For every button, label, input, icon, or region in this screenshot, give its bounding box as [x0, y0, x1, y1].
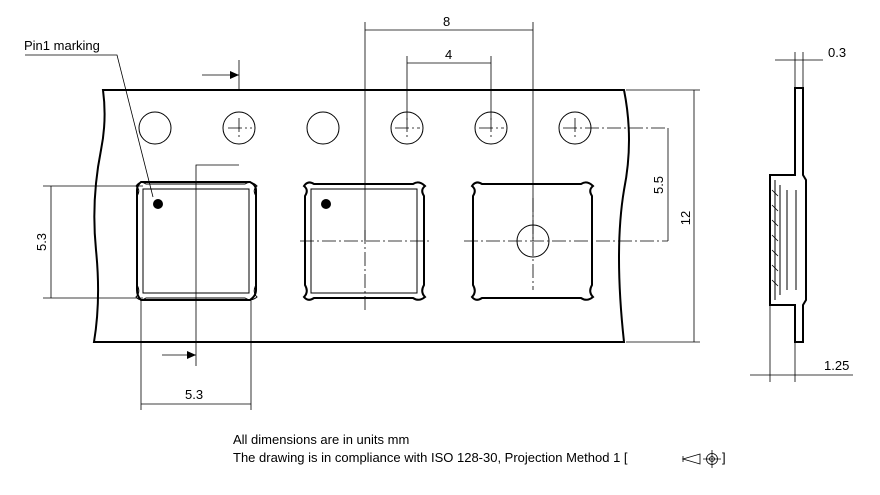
depth-label: 1.25 — [824, 358, 849, 373]
hole-center-marks — [228, 118, 668, 140]
sprocket-hole — [306, 111, 340, 145]
sprocket-hole — [222, 111, 256, 145]
pin1-leader — [25, 54, 154, 198]
side-view — [769, 87, 807, 343]
hole-pitch-extension-lines — [406, 56, 492, 120]
compliance-note-close: ] — [722, 450, 726, 465]
pitch-label: 8 — [443, 14, 450, 29]
pocket-height-label: 5.3 — [34, 233, 49, 251]
pin1-marking-label: Pin1 marking — [24, 38, 100, 53]
tape-width-label: 12 — [678, 211, 693, 225]
pocket-width-label: 5.3 — [185, 387, 203, 402]
thickness-label: 0.3 — [828, 45, 846, 60]
pocket-2 — [302, 181, 427, 301]
hole-pitch-label: 4 — [445, 47, 452, 62]
pin1-dot — [153, 199, 163, 209]
pocket-center-leaders — [162, 60, 240, 366]
sprocket-hole — [138, 111, 172, 145]
projection-method-icon — [681, 450, 721, 468]
pocket-height-dim — [43, 185, 143, 299]
compliance-note: The drawing is in compliance with ISO 12… — [233, 450, 628, 465]
pocket-center-lines — [300, 198, 668, 310]
pin1-dot — [321, 199, 331, 209]
units-note: All dimensions are in units mm — [233, 432, 409, 447]
pocket-1 — [135, 181, 258, 301]
pitch-extension-lines — [364, 22, 534, 241]
carrier-tape-outline — [92, 89, 630, 343]
tape-width-dim — [626, 89, 700, 343]
depth-dim — [750, 305, 853, 382]
pocket-width-dim — [140, 300, 252, 410]
hole-offset-label: 5.5 — [651, 176, 666, 194]
thickness-dim — [775, 52, 823, 88]
